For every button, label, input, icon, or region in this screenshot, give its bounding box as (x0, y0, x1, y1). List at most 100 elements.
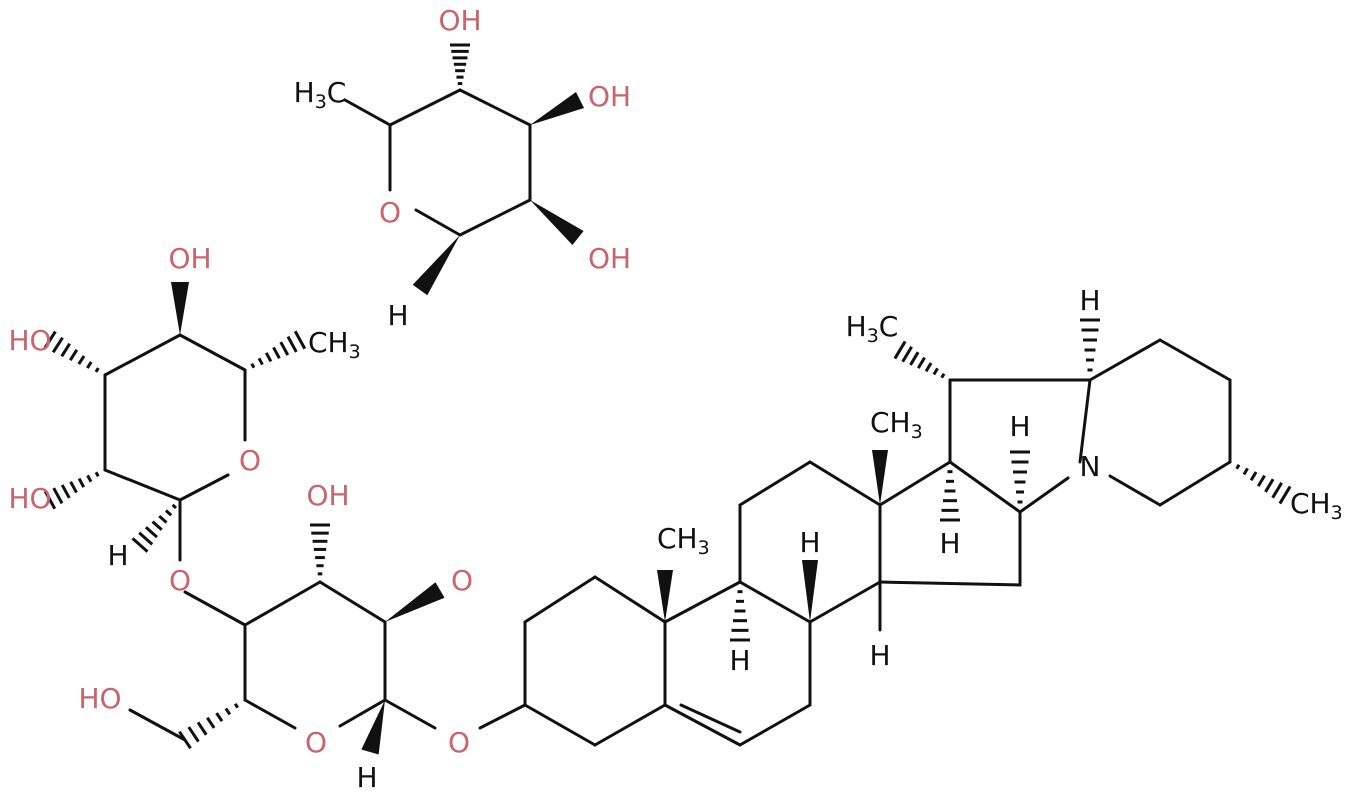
ring-a-steroid-bond (523, 575, 597, 624)
hashed-bond (1080, 318, 1100, 372)
hash-stroke (69, 349, 79, 361)
hash-stroke (151, 520, 163, 531)
atom-label-h3c-s: H3C (846, 310, 899, 347)
hash-stroke (158, 514, 168, 524)
hash-stroke (293, 330, 307, 350)
label-part: H (294, 76, 315, 109)
ring-b-steroid-bond (738, 703, 812, 747)
ring-b-bond (103, 468, 182, 502)
hash-stroke (264, 352, 273, 363)
atom-label-h-b: H (107, 539, 128, 572)
label-subscript: 3 (867, 325, 879, 347)
hash-stroke (43, 490, 57, 510)
ring-f-bond (1158, 460, 1232, 507)
atom-label-n-s: N (1080, 450, 1101, 483)
hash-stroke (60, 342, 71, 358)
atom-label-oh-a3: OH (588, 242, 631, 275)
hashed-bond (43, 471, 100, 510)
hashed-bond (310, 523, 330, 576)
atom-label-oh-a2: OH (588, 80, 631, 113)
wedge-bond (361, 700, 385, 755)
label-subscript: 3 (1331, 502, 1343, 524)
ring-b-bond (178, 473, 230, 502)
hashed-bond (178, 702, 239, 750)
hash-stroke (932, 367, 939, 376)
wedge-bond (412, 235, 460, 296)
ring-f-bond (1088, 338, 1162, 382)
hash-stroke (215, 712, 224, 723)
ring-a-steroid-bond (593, 575, 667, 624)
ring-d-steroid-bond (878, 580, 1022, 587)
atom-label-h-s5: H (1079, 284, 1100, 317)
ring-c-bond (383, 698, 437, 730)
atom-label-h-s4: H (939, 527, 960, 560)
hashed-bond (131, 503, 177, 553)
hash-stroke (94, 471, 100, 478)
ring-c-bond (128, 708, 187, 742)
hash-stroke (233, 702, 239, 709)
atom-label-ch3-s1: CH3 (657, 522, 710, 559)
atom-label-o-link2: O (451, 564, 473, 597)
hash-stroke (257, 357, 264, 366)
ring-c-bond (243, 580, 322, 627)
hash-stroke (86, 474, 93, 483)
atom-label-h-c: H (356, 761, 377, 794)
label-subscript: 3 (698, 537, 710, 559)
hash-stroke (901, 346, 913, 363)
atom-label-oh-a1: OH (438, 4, 481, 37)
ring-c-steroid-bond (808, 460, 882, 507)
ring-c-steroid-bond (808, 580, 882, 624)
hash-stroke (1235, 463, 1241, 470)
label-subscript: 3 (315, 91, 327, 113)
atom-label-oh-b2: HO (8, 324, 51, 357)
atom-label-o-ringB: O (239, 444, 261, 477)
ring-c-bond (318, 580, 387, 624)
hash-stroke (940, 372, 946, 379)
label-part: H (846, 310, 867, 343)
wedge-bond (171, 282, 189, 335)
hash-stroke (1264, 478, 1275, 493)
hashed-bond (43, 330, 100, 373)
bond-layer (43, 43, 1292, 755)
label-part: CH (1290, 487, 1331, 520)
ring-b-steroid-bond (663, 580, 742, 624)
hash-stroke (893, 340, 907, 360)
ring-c-bond (338, 698, 387, 728)
ring-a-steroid-bond (523, 703, 597, 747)
label-part: CH (308, 326, 349, 359)
hash-stroke (187, 726, 200, 743)
ring-b-bond (178, 333, 247, 372)
hash-stroke (43, 330, 57, 350)
hash-stroke (909, 351, 920, 366)
hash-stroke (272, 346, 281, 359)
atom-label-oh-b1: OH (168, 242, 211, 275)
ring-a-bond (388, 88, 462, 127)
hash-stroke (924, 362, 933, 373)
hash-stroke (1278, 485, 1292, 505)
atom-label-h-a: H (387, 299, 408, 332)
hash-stroke (131, 537, 149, 553)
wedge-bond (385, 582, 445, 622)
hash-stroke (77, 477, 86, 488)
hash-stroke (164, 509, 173, 517)
hashed-bond (1010, 450, 1030, 504)
wedge-bond (802, 560, 818, 622)
atom-label-h-s6: H (1009, 410, 1030, 443)
methyl-bond (343, 98, 392, 127)
ring-f-bond (1158, 338, 1232, 382)
label-part: C (327, 76, 347, 109)
hash-stroke (279, 341, 290, 356)
hash-stroke (206, 716, 216, 729)
hash-stroke (286, 335, 298, 353)
ring-d-steroid-bond (948, 460, 1022, 514)
hash-stroke (196, 721, 208, 736)
ring-f-bond (1108, 474, 1162, 507)
wedge-bond (657, 570, 673, 622)
atom-label-ch3-b: CH3 (308, 326, 361, 363)
atom-label-o-ringA: O (379, 196, 401, 229)
hash-stroke (86, 361, 93, 369)
hash-stroke (69, 481, 78, 494)
hash-stroke (916, 356, 926, 369)
